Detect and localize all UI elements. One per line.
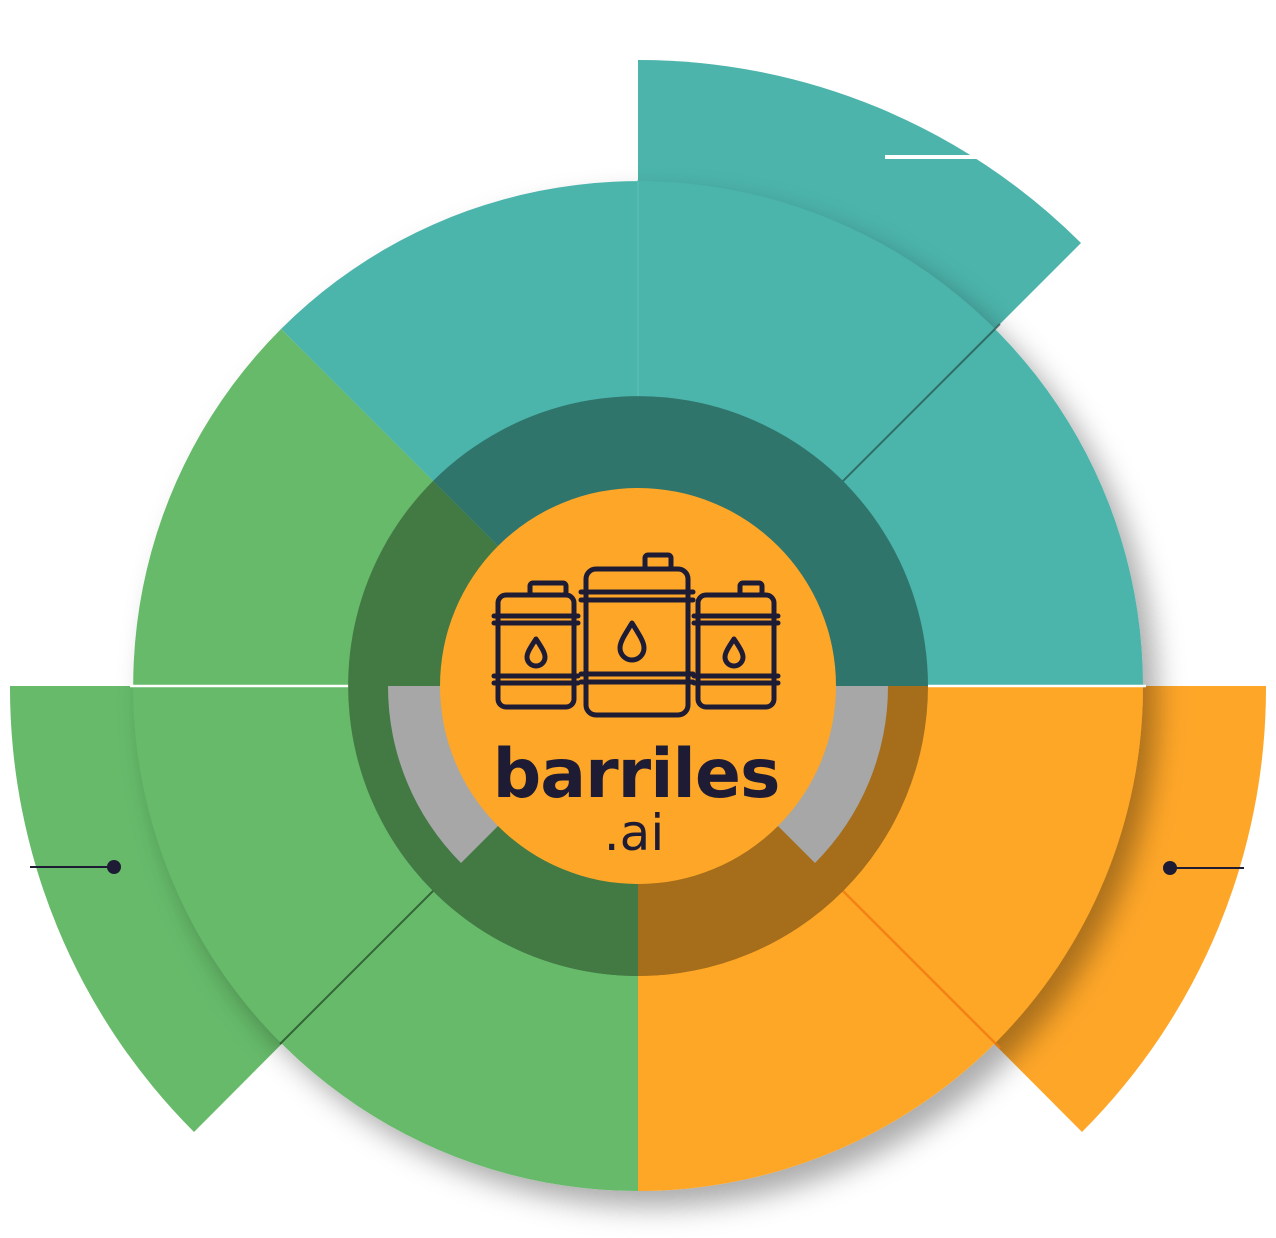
center-badge — [440, 488, 836, 884]
barrel-middle-icon — [578, 552, 696, 718]
oil-barrels-icon — [491, 552, 781, 718]
brand-name: barriles — [493, 735, 780, 814]
pointer-left-dot — [107, 860, 121, 874]
barrel-right-icon — [691, 580, 781, 710]
pointer-right-dot — [1163, 861, 1177, 875]
barrel-left-icon — [491, 580, 581, 710]
pointer-right — [1163, 861, 1244, 875]
brand-suffix: .ai — [604, 804, 664, 862]
pointer-left — [30, 860, 121, 874]
